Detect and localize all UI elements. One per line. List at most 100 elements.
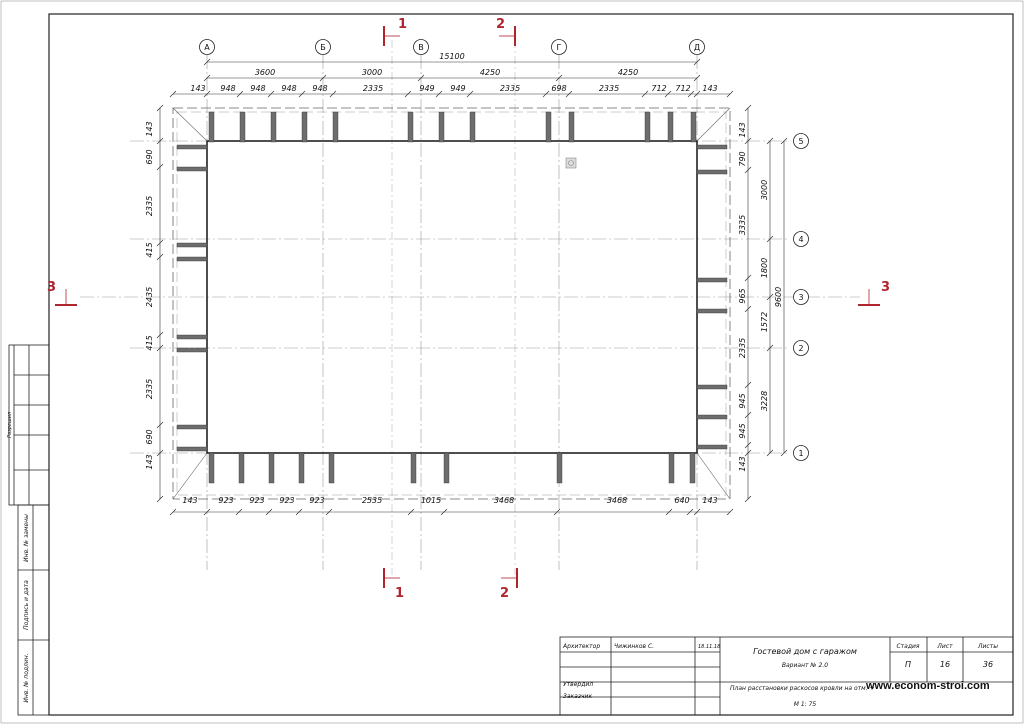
dim-bottom: 923: [309, 496, 324, 505]
dim-bottom: 2535: [362, 496, 382, 505]
section-1-top-label: 1: [398, 17, 407, 32]
dimension-tick: [236, 90, 244, 98]
dimension-tick: [744, 166, 752, 174]
axis-bubble-5: [793, 133, 809, 149]
dim-right: 143: [738, 122, 747, 137]
axis-label-5: 5: [798, 137, 803, 146]
tb-sheets-label: Листы: [977, 643, 998, 650]
dimension-tick: [329, 90, 337, 98]
brace-post: [696, 144, 728, 150]
dim-right-span: 1572: [760, 312, 769, 332]
dim-top: 712: [675, 84, 690, 93]
dimension-tick: [435, 90, 443, 98]
strip-rev: Разрешил: [7, 411, 13, 438]
brace-post: [208, 452, 215, 484]
axis-bubble-4: [793, 231, 809, 247]
axis-bubble-2: [793, 340, 809, 356]
hip-nw: [696, 107, 731, 142]
brace-post: [696, 414, 728, 420]
brace-post: [443, 452, 450, 484]
dimension-tick: [203, 508, 211, 516]
dimension-tick: [553, 508, 561, 516]
overhang-inner-outline: [176, 111, 727, 496]
dimension-tick: [203, 74, 211, 82]
title-block: [559, 636, 1014, 716]
tb-project-title: Гостевой дом с гаражом: [753, 647, 857, 656]
dimension-tick: [664, 90, 672, 98]
braces-bottom: [208, 452, 696, 484]
dim-top: 712: [651, 84, 666, 93]
axis-label-b: Б: [320, 43, 326, 52]
brace-post: [644, 111, 651, 143]
brace-post: [689, 452, 696, 484]
dimension-tick: [156, 163, 164, 171]
hip-se: [172, 452, 208, 500]
dimension-tick: [325, 508, 333, 516]
dim-top: 143: [702, 84, 717, 93]
dimension-tick: [780, 449, 788, 457]
tb-variant: Вариант № 2.0: [782, 662, 828, 669]
dimension-tick: [407, 508, 415, 516]
brace-post: [301, 111, 308, 143]
tb-stage-label: Стадия: [896, 643, 919, 650]
hip-ne: [172, 107, 208, 142]
dimension-tick: [766, 235, 774, 243]
brace-post: [667, 111, 674, 143]
section-2-bottom-label: 2: [500, 586, 509, 601]
dim-left: 2335: [145, 196, 154, 216]
dimension-tick: [156, 239, 164, 247]
dimension-tick: [726, 508, 734, 516]
dimension-tick: [744, 449, 752, 457]
dimension-tick: [687, 90, 695, 98]
dim-span-gd: 4250: [618, 68, 638, 77]
dim-bottom: 143: [182, 496, 197, 505]
dim-top: 2335: [363, 84, 383, 93]
dim-right: 945: [738, 423, 747, 438]
dimension-tick: [267, 90, 275, 98]
brace-post: [208, 111, 215, 143]
dim-left: 2435: [145, 287, 154, 307]
tb-architect-name: Чижинков С.: [614, 643, 654, 650]
dim-right-span: 3000: [760, 180, 769, 200]
dim-top: 2335: [500, 84, 520, 93]
section-3-left-label: 3: [47, 280, 56, 295]
dim-overall-width: 15100: [439, 52, 464, 61]
brace-post: [176, 166, 208, 172]
dimension-tick: [744, 441, 752, 449]
brace-post: [176, 242, 208, 248]
axis-label-3: 3: [798, 293, 803, 302]
dim-top: 949: [450, 84, 465, 93]
brace-post: [176, 347, 208, 353]
brace-post: [176, 256, 208, 262]
dimension-tick: [686, 508, 694, 516]
axis-bubble-v: [413, 39, 429, 55]
left-strip-lower: [17, 504, 50, 716]
brace-post: [668, 452, 675, 484]
axis-label-a: А: [204, 43, 210, 52]
chimney-mark-circle: [568, 160, 574, 166]
brace-post: [238, 452, 245, 484]
dimension-tick: [766, 137, 774, 145]
axis-label-d: Д: [694, 43, 700, 52]
brace-post: [696, 444, 728, 450]
dimension-tick: [693, 508, 701, 516]
dim-top: 948: [281, 84, 296, 93]
dimension-tick: [641, 90, 649, 98]
tb-sheet-title: План расстановки раскосов кровли на отм.…: [730, 685, 874, 692]
dim-top: 948: [220, 84, 235, 93]
dimension-tick: [156, 344, 164, 352]
axis-bubble-b: [315, 39, 331, 55]
dim-overall-height: 9600: [774, 287, 783, 307]
brace-post: [696, 169, 728, 175]
axis-bubble-1: [793, 445, 809, 461]
dimension-tick: [466, 90, 474, 98]
dim-left: 690: [145, 429, 154, 444]
dim-left: 143: [145, 121, 154, 136]
brace-post: [410, 452, 417, 484]
brace-post: [176, 424, 208, 430]
axis-label-g: Г: [557, 43, 562, 52]
dim-left: 690: [145, 149, 154, 164]
dimension-tick: [744, 381, 752, 389]
